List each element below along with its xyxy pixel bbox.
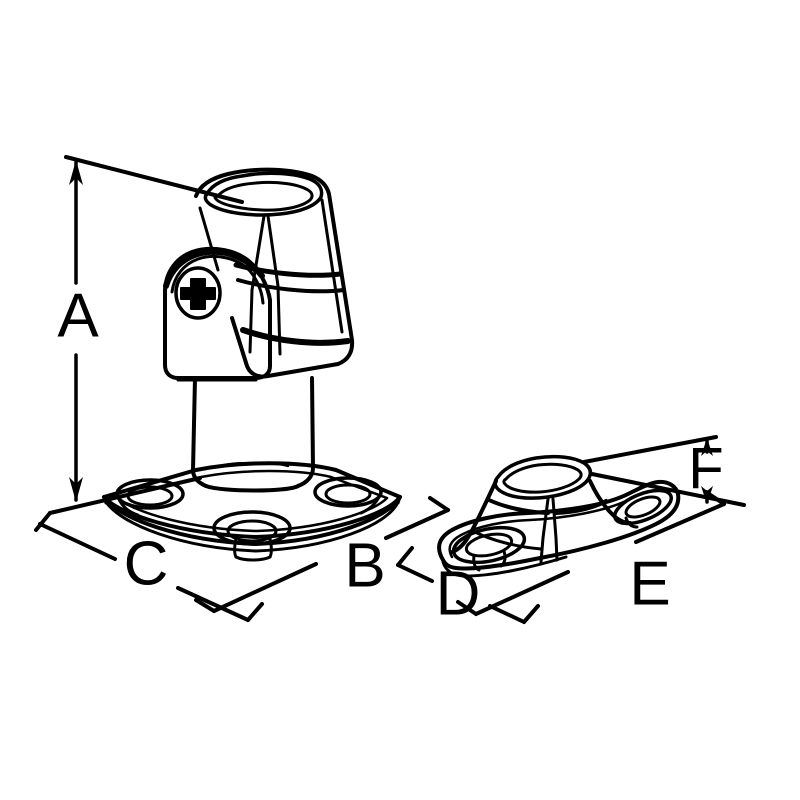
hinge-knuckle-inner-edge — [170, 255, 265, 305]
dimension-A-leader-bottom — [48, 476, 202, 515]
dimension-B-extension-end — [428, 496, 450, 512]
socket-cap-mounting-hole-right — [613, 488, 673, 529]
head-left-face-edge — [198, 206, 220, 272]
socket-cap-base-flange — [437, 479, 681, 571]
socket-cap-top-face — [493, 454, 593, 500]
head-band-lower — [240, 327, 351, 346]
cylindrical-tube-right-wall — [296, 376, 315, 488]
dimension-F-arrow-down — [701, 486, 713, 504]
dimension-D-extension-end — [522, 604, 540, 624]
dimension-F-leader-bottom — [590, 472, 746, 507]
dimension-B — [194, 496, 450, 613]
dimension-A — [48, 155, 244, 515]
mounting-hole-rear — [219, 461, 290, 468]
dimension-E-line-part2 — [634, 502, 726, 544]
dimension-F-arrow-up — [701, 438, 713, 456]
socket-cap-band-right — [554, 499, 608, 515]
socket-cap-band-left — [487, 498, 550, 515]
dimension-C-extension-start — [34, 511, 52, 532]
dimension-F-leader-top — [582, 435, 718, 464]
head-band-upper-lower-edge — [236, 278, 346, 294]
dimension-D-line-part1 — [396, 563, 434, 583]
dimension-C-extension-end — [246, 602, 264, 622]
right-view-socket-cap-fitting — [437, 454, 681, 578]
base-plate-top-inner-edge — [116, 469, 389, 533]
dimension-A-arrow-up — [69, 160, 83, 185]
dimension-D-extension-start — [396, 546, 414, 567]
socket-cap-top-inner — [502, 462, 583, 494]
dimension-B-line-part1 — [212, 562, 318, 613]
socket-cap-front-ridge-left — [539, 497, 550, 564]
dimension-label-E: E — [629, 549, 670, 618]
dimension-D-line-part2 — [488, 604, 526, 624]
base-plate-corner-right — [396, 495, 402, 505]
socket-cap-flange-inner-edge — [448, 499, 628, 559]
socket-cap-flange-thickness — [441, 555, 568, 578]
mounting-hole-front — [212, 510, 292, 562]
dimension-label-B: B — [344, 531, 385, 600]
head-rear-right-edge — [320, 198, 344, 334]
socket-cap-front-ridge-right — [551, 497, 559, 562]
base-plate-edge-thickness-lower — [104, 500, 400, 553]
dimension-label-D: D — [436, 559, 481, 628]
dimension-E-extension-start — [456, 600, 478, 616]
dimension-B-line-part2 — [384, 508, 450, 540]
dimension-label-A: A — [57, 281, 99, 350]
dimension-C-line-part1 — [38, 522, 117, 561]
socket-cap-band-lower — [471, 529, 543, 551]
head-center-ridge-right — [266, 214, 282, 356]
pivot-screw — [174, 266, 222, 320]
dimension-label-F: F — [688, 436, 723, 501]
dimension-D — [396, 546, 540, 624]
hinge-knuckle-outline — [163, 246, 272, 380]
cylindrical-tube-bottom-curve — [204, 484, 300, 493]
dimension-E-line-part1 — [474, 570, 570, 616]
hinge-knuckle-rim — [163, 248, 265, 289]
dimension-label-C: C — [124, 529, 169, 598]
dimension-B-extension-start — [194, 598, 216, 613]
dimension-A-arrow-down — [69, 477, 83, 502]
head-cap-top-inner — [213, 180, 314, 212]
left-view-stanchion-base-fitting — [102, 167, 402, 562]
dimension-C — [34, 511, 264, 622]
head-cap-top-face — [203, 171, 324, 217]
dimension-F — [582, 435, 746, 507]
mounting-hole-right — [313, 476, 383, 515]
socket-cap-mounting-hole-left — [451, 525, 527, 572]
dimension-C-line-part2 — [176, 586, 250, 622]
dimension-A-leader-top — [64, 155, 244, 204]
